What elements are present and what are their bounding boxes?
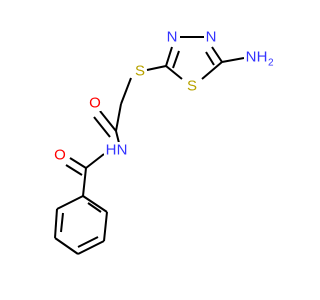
atom-s2-label: S (135, 63, 145, 80)
atom-n2: N (205, 28, 217, 46)
bond-ar-inner-1 (87, 202, 102, 213)
atom-o1-label: O (89, 95, 101, 112)
bond-c2-s2 (146, 65, 167, 71)
bond-c5-s1 (201, 61, 223, 80)
atom-layer: N N S N H 2 S O N H O (54, 28, 274, 168)
bond-ar-4 (54, 237, 79, 255)
bond-ar-6 (56, 195, 84, 210)
atom-nh2-n: N (246, 49, 257, 66)
atom-nh-n: N (117, 142, 128, 159)
bond-ar-inner-2 (77, 236, 99, 248)
atom-o2-label: O (54, 147, 66, 164)
bond-c10-o2-double (65, 164, 83, 176)
atom-o1: O (89, 94, 101, 112)
bond-layer (54, 36, 245, 255)
bond-ar-1 (82, 195, 108, 213)
bond-c10-ring (82, 167, 87, 197)
bond-n2-c5-double (205, 51, 215, 66)
bond-c2-s1 (165, 65, 183, 80)
bond-nh-c10 (85, 153, 105, 169)
atom-n1-label: N (167, 29, 178, 46)
atom-n2-label: N (206, 29, 217, 46)
atom-o2: O (54, 146, 66, 164)
bond-ar-5 (54, 208, 58, 239)
atom-nh2-h: H (257, 49, 268, 66)
atom-nh: N H (104, 142, 128, 168)
bond-ar-2 (103, 211, 108, 242)
bond-ar-inner-3 (60, 212, 64, 233)
atom-s1-label: S (187, 78, 197, 95)
atom-s2: S (134, 62, 146, 80)
bond-n2-c5 (211, 46, 223, 63)
molecule-structure: N N S N H 2 S O N H O (54, 28, 274, 255)
bond-ch2-c8 (115, 103, 122, 132)
bond-n1-c2 (165, 46, 173, 67)
atom-s1: S (186, 77, 198, 95)
bond-c10-o2 (69, 157, 87, 169)
bond-s2-ch2 (120, 77, 132, 105)
bond-c8-o1-double (93, 116, 111, 138)
atom-n1: N (166, 28, 178, 46)
atom-nh-h: H (106, 142, 117, 159)
atom-nh2: N H 2 (244, 48, 274, 69)
bond-ar-3 (77, 240, 105, 255)
atom-nh2-sub: 2 (268, 58, 274, 69)
bond-c5-nh2 (221, 57, 245, 63)
bond-n1-c2-double (172, 50, 180, 69)
bond-c8-o1 (99, 110, 117, 132)
